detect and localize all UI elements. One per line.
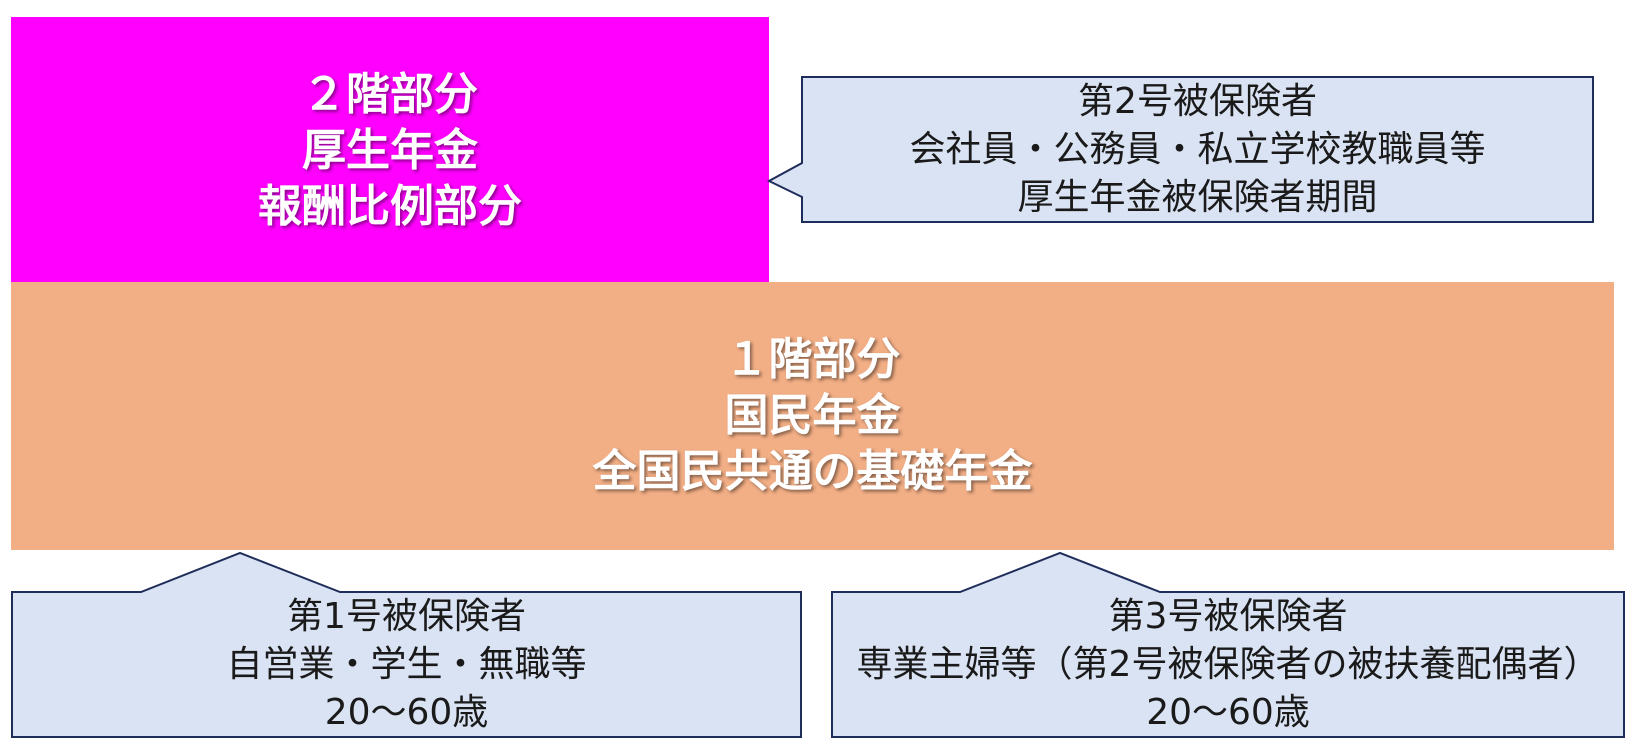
insured2-callout-shape: [766, 76, 1594, 223]
insured3-members: 専業主婦等（第2号被保険者の被扶養配偶者）: [856, 644, 1600, 685]
tier1-title: １階部分: [724, 334, 901, 385]
insured2-callout: 第2号被保険者 会社員・公務員・私立学校教職員等 厚生年金被保険者期間: [802, 79, 1593, 221]
insured3-callout: 第3号被保険者 専業主婦等（第2号被保険者の被扶養配偶者） 20～60歳: [832, 594, 1624, 736]
tier1-name: 国民年金: [724, 390, 901, 441]
tier1-block: １階部分 国民年金 全国民共通の基礎年金: [11, 282, 1614, 550]
insured3-age: 20～60歳: [1146, 692, 1310, 733]
tier2-name: 厚生年金: [302, 124, 478, 176]
insured2-title: 第2号被保険者: [1078, 81, 1317, 122]
insured1-members: 自営業・学生・無職等: [226, 644, 587, 685]
insured1-callout: 第1号被保険者 自営業・学生・無職等 20～60歳: [12, 594, 801, 736]
insured1-callout-shape: [11, 551, 802, 738]
insured3-callout-shape: [831, 551, 1625, 738]
tier1-description: 全国民共通の基礎年金: [592, 446, 1033, 497]
tier2-title: ２階部分: [302, 68, 478, 120]
insured3-title: 第3号被保険者: [1108, 596, 1348, 637]
insured1-title: 第1号被保険者: [287, 596, 526, 637]
tier2-description: 報酬比例部分: [258, 180, 522, 232]
insured1-age: 20～60歳: [324, 692, 489, 733]
insured2-period: 厚生年金被保険者期間: [1017, 177, 1378, 218]
tier2-block: ２階部分 厚生年金 報酬比例部分: [11, 17, 769, 284]
insured2-members: 会社員・公務員・私立学校教職員等: [909, 129, 1486, 170]
